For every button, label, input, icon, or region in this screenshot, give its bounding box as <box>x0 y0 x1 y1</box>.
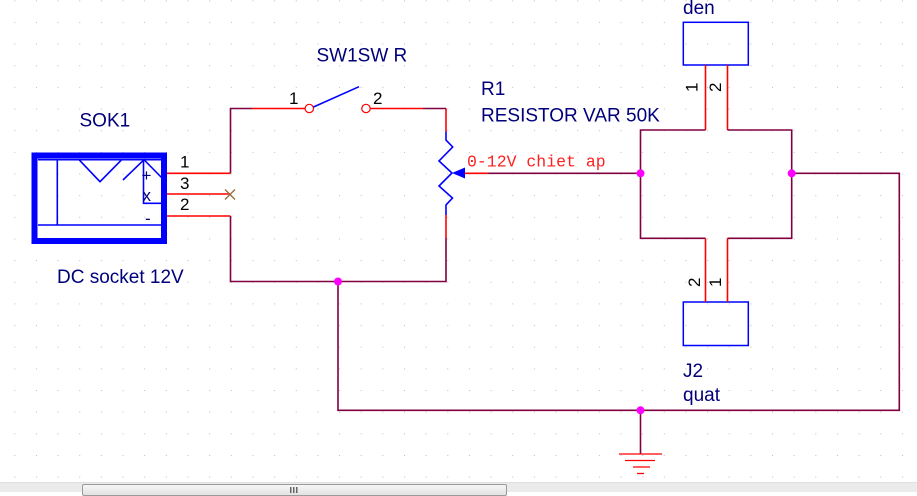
switch-ref-label: SW1SW R <box>317 46 408 67</box>
connector-j2-pin-2-number: 2 <box>685 278 704 287</box>
connector-j2-body <box>682 301 750 347</box>
junction-dot <box>636 406 645 415</box>
socket-spring <box>78 159 123 183</box>
switch-component[interactable]: 1 2 SW1SW R <box>252 46 423 114</box>
socket-x-symbol: x <box>143 186 152 205</box>
resistor-component[interactable]: R1 RESISTOR VAR 50K <box>437 79 660 238</box>
connector-den-component[interactable]: 1 2 den <box>682 0 750 130</box>
wire-socket1-switch[interactable] <box>229 107 253 174</box>
resistor-ref-label: R1 <box>481 79 505 100</box>
resistor-value-label: RESISTOR VAR 50K <box>481 106 660 127</box>
horizontal-scrollbar[interactable] <box>0 482 917 496</box>
connector-j2-ref-label: J2 <box>683 361 703 382</box>
wiper-arrow-icon <box>452 167 465 179</box>
socket-plus-symbol: + <box>142 166 152 185</box>
socket-value-label: DC socket 12V <box>57 267 184 288</box>
socket-minus-symbol: - <box>145 209 151 228</box>
socket-pin-2-number: 2 <box>180 195 189 214</box>
horizontal-scrollbar-thumb[interactable] <box>82 484 507 496</box>
wire-bridge-left[interactable] <box>639 129 706 240</box>
wire-bridge-right[interactable] <box>727 129 793 240</box>
schematic-canvas[interactable]: + x - 1 3 2 SOK1 DC socket 12V 1 2 SW1SW… <box>0 0 917 482</box>
switch-contact-2 <box>361 103 371 114</box>
switch-pin-1-number: 1 <box>289 89 298 108</box>
wire-right-return[interactable] <box>337 172 901 412</box>
switch-pin-2-number: 2 <box>373 89 382 108</box>
connector-den-pin-1-number: 1 <box>683 83 702 92</box>
connector-j2-value-label: quat <box>683 385 721 406</box>
switch-lever <box>313 85 360 108</box>
junction-dot <box>636 169 645 178</box>
net-label[interactable]: 0-12V chiet ap <box>467 153 606 172</box>
connector-den-pin-2-number: 2 <box>706 83 725 92</box>
dc-socket-component[interactable]: + x - 1 3 2 SOK1 DC socket 12V <box>31 111 231 289</box>
wires[interactable] <box>229 107 901 455</box>
switch-contact-1 <box>304 103 315 114</box>
connector-j2-component[interactable]: 2 1 J2 quat <box>682 238 750 406</box>
connector-den-body <box>682 21 750 66</box>
socket-terminal-box <box>142 159 161 205</box>
connector-den-value-label: den <box>683 0 715 19</box>
socket-pin-3-number: 3 <box>180 174 189 193</box>
grip-lines-icon <box>290 487 298 493</box>
socket-ref-label: SOK1 <box>80 111 131 132</box>
connector-j2-pin-1-number: 1 <box>706 278 725 287</box>
socket-pin-1-number: 1 <box>180 153 189 172</box>
junction-dot <box>787 169 796 178</box>
no-connect-icon <box>224 189 236 200</box>
socket-body <box>31 152 167 244</box>
junction-dot <box>334 277 342 286</box>
ground-icon[interactable] <box>619 453 662 475</box>
